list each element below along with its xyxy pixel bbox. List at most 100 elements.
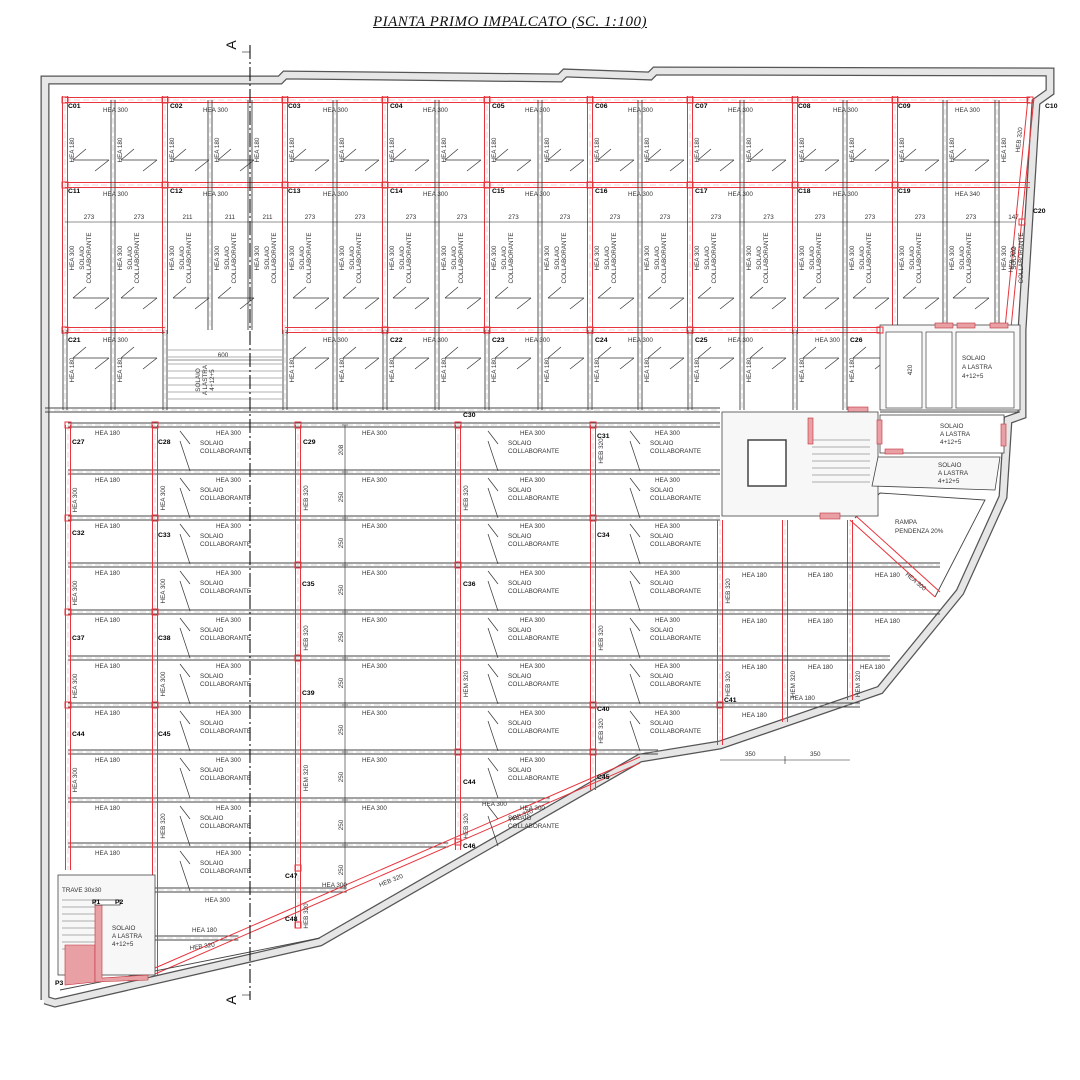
slab-direction-symbol bbox=[629, 440, 641, 472]
column-marker bbox=[686, 96, 694, 104]
dimension-value: 250 bbox=[338, 631, 345, 642]
slab-direction-symbol bbox=[466, 357, 482, 370]
slab-direction-symbol bbox=[569, 357, 585, 370]
column-label: C45 bbox=[158, 731, 171, 738]
beam-label: HEA 180 bbox=[169, 137, 176, 162]
beam-label: HEA 300 bbox=[214, 245, 221, 270]
dimension-value: 273 bbox=[508, 214, 519, 221]
column-label: C09 bbox=[898, 103, 911, 110]
column-marker bbox=[586, 181, 594, 189]
beam-label: HEA 300 bbox=[520, 570, 545, 577]
beam-label: HEA 300 bbox=[423, 337, 448, 344]
beam-label: HEA 300 bbox=[323, 107, 348, 114]
column-label: C41 bbox=[724, 697, 737, 704]
beam-label: HEA 180 bbox=[95, 710, 120, 717]
slab-label: SOLAIO bbox=[349, 246, 356, 270]
slab-label: COLLABORANTE bbox=[186, 232, 193, 283]
slab-direction-symbol bbox=[597, 346, 612, 359]
slab-label: A LASTRA bbox=[938, 470, 969, 477]
slab-label: SOLAIO bbox=[195, 368, 202, 392]
column-marker bbox=[686, 326, 694, 334]
slab-direction-symbol bbox=[179, 487, 191, 519]
slab-label: COLLABORANTE bbox=[200, 541, 251, 548]
slab-label: SOLAIO bbox=[650, 673, 674, 680]
slab-direction-symbol bbox=[487, 767, 499, 799]
slab-direction-symbol bbox=[547, 148, 562, 161]
slab-label: A LASTRA bbox=[940, 431, 971, 438]
beam-label: HEB 320 bbox=[189, 941, 215, 952]
slab-label: 4+12+5 bbox=[209, 369, 216, 391]
column-label: C10 bbox=[1045, 103, 1058, 110]
slab-direction-symbol bbox=[719, 159, 735, 172]
slab-label: SOLAIO bbox=[508, 533, 532, 540]
slab-direction-symbol bbox=[94, 357, 110, 370]
slab-label: COLLABORANTE bbox=[650, 495, 701, 502]
slab-direction-symbol bbox=[629, 487, 641, 519]
column-label: C12 bbox=[170, 188, 183, 195]
slab-label: COLLABORANTE bbox=[200, 728, 251, 735]
column-marker bbox=[589, 748, 597, 756]
column-label: C24 bbox=[595, 337, 608, 344]
slab-label: COLLABORANTE bbox=[86, 232, 93, 283]
beam-label: HEA 180 bbox=[694, 137, 701, 162]
beam-label: HEA 300 bbox=[655, 710, 680, 717]
beam-label: HEA 180 bbox=[69, 137, 76, 162]
slab-direction-symbol bbox=[179, 627, 191, 659]
steel-beam bbox=[1010, 97, 1035, 329]
slab-label: COLLABORANTE bbox=[508, 635, 559, 642]
slab-label: SOLAIO bbox=[508, 627, 532, 634]
slab-label: COLLABORANTE bbox=[508, 775, 559, 782]
beam-label: HEA 300 bbox=[117, 245, 124, 270]
beam-label: HEA 300 bbox=[520, 805, 545, 812]
beam-label: HEA 180 bbox=[254, 137, 261, 162]
masonry-hatch bbox=[956, 322, 976, 329]
slab-direction-symbol bbox=[669, 159, 685, 172]
column-label: C47 bbox=[285, 873, 298, 880]
column-marker bbox=[381, 326, 389, 334]
dimension-value: 273 bbox=[84, 214, 95, 221]
beam-label: HEA 180 bbox=[860, 664, 885, 671]
slab-direction-symbol bbox=[749, 346, 764, 359]
beam-label: HEA 300 bbox=[203, 191, 228, 198]
beam-label: HEA 300 bbox=[949, 245, 956, 270]
column-marker bbox=[294, 561, 302, 569]
slab-direction-symbol bbox=[516, 159, 532, 172]
slab-direction-symbol bbox=[924, 297, 940, 310]
column-label: C22 bbox=[390, 337, 403, 344]
slab-label: A LASTRA bbox=[202, 364, 209, 395]
slab-direction-symbol bbox=[547, 286, 562, 299]
slab-direction-symbol bbox=[487, 757, 499, 772]
slab-label: SOLAIO bbox=[1011, 246, 1018, 270]
slab-direction-symbol bbox=[647, 148, 662, 161]
slab-label: SOLAIO bbox=[962, 355, 986, 362]
slab-direction-symbol bbox=[342, 148, 357, 161]
beam-label: HEA 300 bbox=[544, 245, 551, 270]
slab-label: COLLABORANTE bbox=[200, 495, 251, 502]
beam-label: HEA 300 bbox=[520, 757, 545, 764]
column-marker bbox=[281, 181, 289, 189]
beam-label: HEA 180 bbox=[644, 137, 651, 162]
beam-label: HEA 180 bbox=[95, 805, 120, 812]
steel-beam bbox=[154, 762, 641, 975]
column-label: C33 bbox=[158, 532, 171, 539]
slab-label: COLLABORANTE bbox=[508, 541, 559, 548]
slab-label: COLLABORANTE bbox=[356, 232, 363, 283]
beam-label: HEA 300 bbox=[362, 523, 387, 530]
slab-direction-symbol bbox=[852, 148, 867, 161]
beam-label: HEA 300 bbox=[833, 191, 858, 198]
column-label: C46 bbox=[463, 843, 476, 850]
slab-direction-symbol bbox=[547, 346, 562, 359]
beam-label: HEB 320 bbox=[463, 485, 470, 511]
slab-label: SOLAIO bbox=[200, 767, 224, 774]
beam-label: HEA 180 bbox=[491, 357, 498, 382]
slab-direction-symbol bbox=[72, 286, 87, 299]
column-label: C18 bbox=[798, 188, 811, 195]
slab-direction-symbol bbox=[629, 430, 641, 445]
dimension-value: 273 bbox=[763, 214, 774, 221]
column-label: C13 bbox=[288, 188, 301, 195]
beam-label: HEA 300 bbox=[491, 245, 498, 270]
column-marker bbox=[891, 181, 899, 189]
slab-direction-symbol bbox=[629, 710, 641, 725]
slab-label: COLLABORANTE bbox=[200, 635, 251, 642]
slab-direction-symbol bbox=[771, 159, 787, 172]
